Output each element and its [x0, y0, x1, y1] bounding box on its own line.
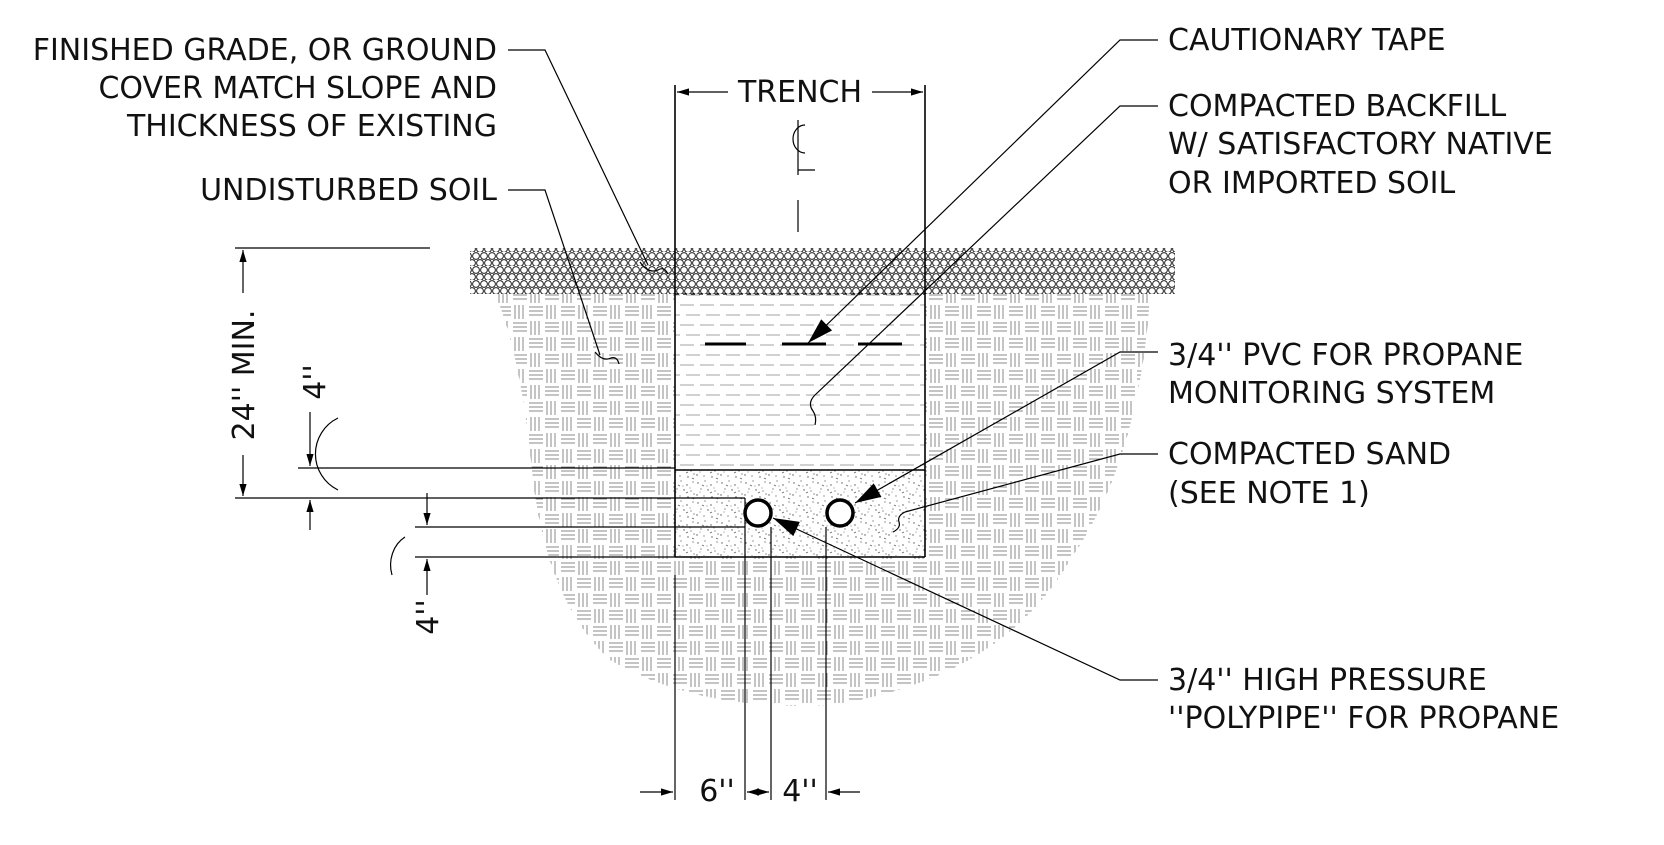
trench-dim-label: TRENCH [737, 75, 862, 110]
finished-grade-label-line1: FINISHED GRADE, OR GROUND [33, 33, 497, 68]
undisturbed-soil-label: UNDISTURBED SOIL [200, 173, 497, 208]
compacted-backfill-label-line2: W/ SATISFACTORY NATIVE [1168, 127, 1553, 162]
compacted-backfill-label-line3: OR IMPORTED SOIL [1168, 166, 1456, 201]
compacted-sand-label-line2: (SEE NOTE 1) [1168, 476, 1370, 511]
compacted-sand-region [675, 470, 925, 556]
centerline-symbol [792, 120, 815, 232]
cautionary-tape-label: CAUTIONARY TAPE [1168, 23, 1446, 58]
pvc-label-line2: MONITORING SYSTEM [1168, 376, 1495, 411]
pvc-pipe [825, 498, 855, 528]
compacted-sand-label-line1: COMPACTED SAND [1168, 437, 1451, 472]
finished-grade-label-line3: THICKNESS OF EXISTING [126, 109, 497, 144]
pvc-label-line1: 3/4'' PVC FOR PROPANE [1168, 338, 1523, 373]
finished-grade-layer [470, 248, 1175, 294]
sand-bottom-dim-label: 4'' [411, 599, 446, 635]
polypipe-label-line1: 3/4'' HIGH PRESSURE [1168, 663, 1487, 698]
offset-left-dim-label: 6'' [699, 774, 735, 809]
finished-grade-label-line2: COVER MATCH SLOPE AND [98, 71, 497, 106]
pipe-spacing-dim-label: 4'' [782, 774, 818, 809]
compacted-backfill-label-line1: COMPACTED BACKFILL [1168, 89, 1506, 124]
depth-dim-label: 24'' MIN. [227, 310, 262, 441]
sand-top-dim-label: 4'' [298, 364, 333, 400]
backfill-region [675, 294, 925, 470]
polypipe-label-line2: ''POLYPIPE'' FOR PROPANE [1168, 701, 1559, 736]
polypipe-pipe [743, 498, 773, 528]
